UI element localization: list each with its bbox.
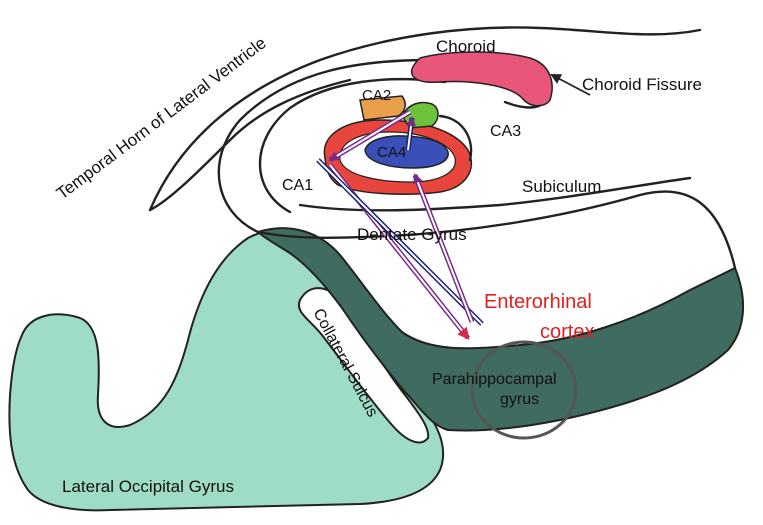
- ca1-label: CA1: [282, 177, 313, 194]
- temporal-horn-label: Temporal Horn of Lateral Ventricle: [53, 33, 270, 203]
- parahippocampal-label-line2: gyrus: [500, 391, 539, 408]
- parahippocampal-label-line1: Parahippocampal: [432, 371, 557, 388]
- enterorhinal-label-line2: cortex: [540, 321, 594, 343]
- enterorhinal-label-line1: Enterorhinal: [484, 291, 592, 313]
- ca2-label: CA2: [362, 87, 391, 104]
- ca3-label: CA3: [490, 123, 521, 140]
- subiculum-label: Subiculum: [522, 177, 601, 196]
- choroid-region: [412, 52, 552, 106]
- choroid-fissure-label: Choroid Fissure: [582, 75, 702, 94]
- lateral-occipital-gyrus-label: Lateral Occipital Gyrus: [62, 477, 234, 496]
- choroid-label: Choroid: [436, 37, 496, 56]
- dentate-gyrus-label: Dentate Gyrus: [357, 225, 467, 244]
- ca4-label: CA4: [377, 144, 406, 161]
- pathway-arrow-to-dentate-inner: [415, 175, 472, 322]
